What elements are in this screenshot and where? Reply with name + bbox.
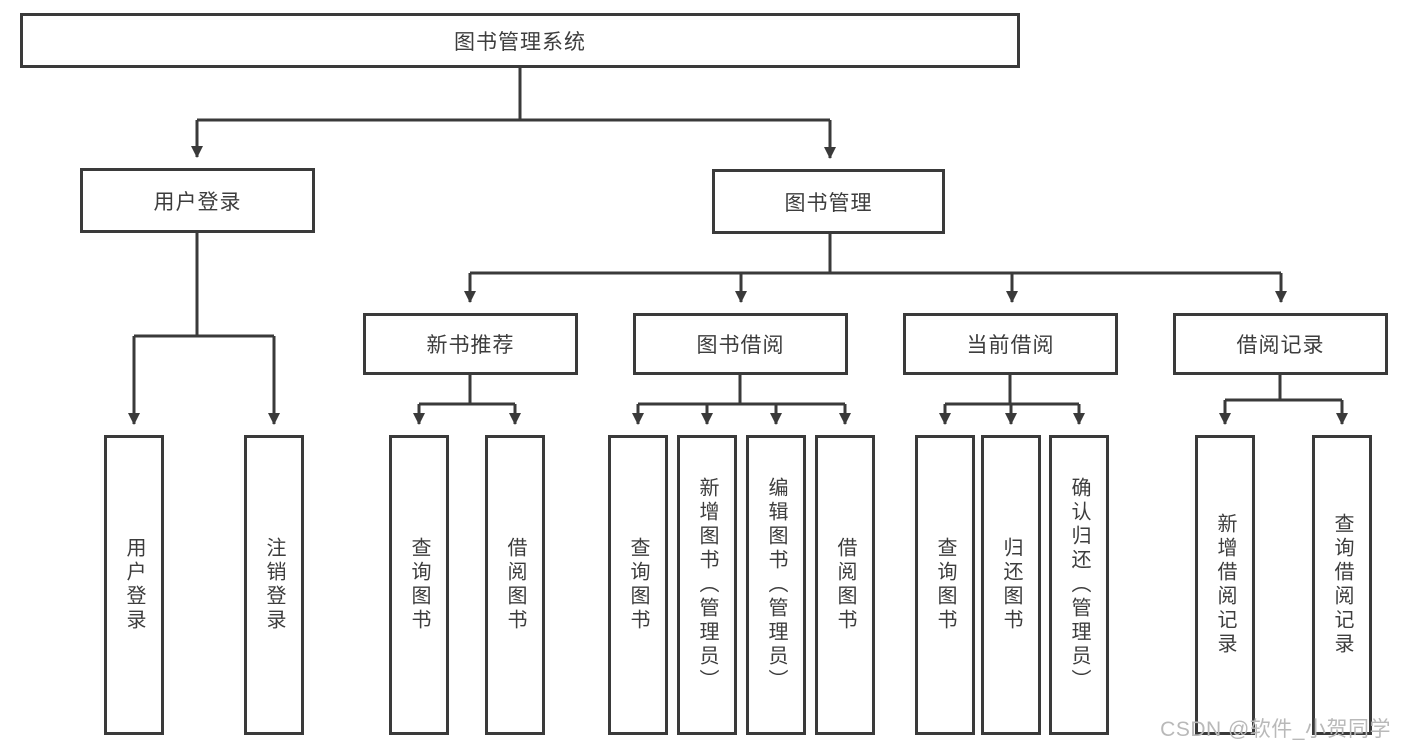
connector-arrows: [128, 120, 1348, 425]
leaf-confirm-return-admin: 确认归还（管理员）: [1049, 435, 1109, 735]
node-book-management: 图书管理: [712, 169, 945, 234]
node-book-borrow: 图书借阅: [633, 313, 848, 375]
leaf-add-borrow-record: 新增借阅记录: [1195, 435, 1255, 735]
leaf-query-borrow-record: 查询借阅记录: [1312, 435, 1372, 735]
leaf-borrow-books: 借阅图书: [815, 435, 875, 735]
node-new-book-recommend: 新书推荐: [363, 313, 578, 375]
node-user-login: 用户登录: [80, 168, 315, 233]
leaf-query-books-borrow: 查询图书: [608, 435, 668, 735]
leaf-return-books: 归还图书: [981, 435, 1041, 735]
node-borrow-records: 借阅记录: [1173, 313, 1388, 375]
leaf-query-books-recommend: 查询图书: [389, 435, 449, 735]
leaf-user-login: 用户登录: [104, 435, 164, 735]
leaf-logout-login: 注销登录: [244, 435, 304, 735]
leaf-borrow-books-recommend: 借阅图书: [485, 435, 545, 735]
leaf-query-books-current: 查询图书: [915, 435, 975, 735]
node-current-borrow: 当前借阅: [903, 313, 1118, 375]
leaf-add-books-admin: 新增图书（管理员）: [677, 435, 737, 735]
leaf-edit-books-admin: 编辑图书（管理员）: [746, 435, 806, 735]
node-library-management-system: 图书管理系统: [20, 13, 1020, 68]
csdn-watermark: CSDN @软件_小贺同学: [1160, 718, 1391, 741]
